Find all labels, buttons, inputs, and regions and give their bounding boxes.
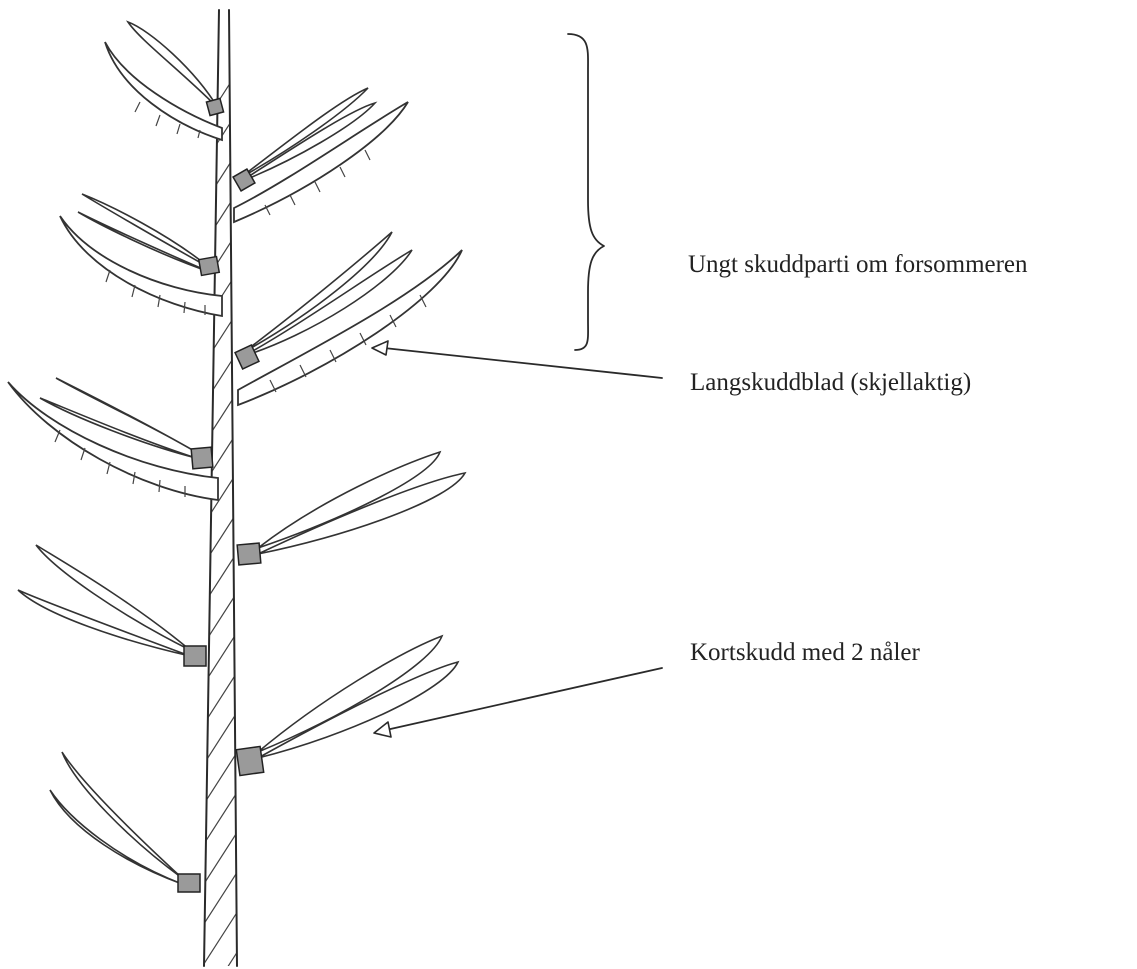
short-shoot-arrow xyxy=(373,667,663,738)
young-shoot-brace xyxy=(567,33,605,351)
long-shoot-leaf-label: Langskuddblad (skjellaktig) xyxy=(690,369,972,396)
leaf-group-lower-right-2 xyxy=(235,634,460,777)
leaf-group-lower-left-2 xyxy=(49,751,201,893)
leaf-group-middle-right-1 xyxy=(234,231,463,407)
leaf-group-upper-right-1 xyxy=(232,87,409,224)
leaf-group-middle-left-1 xyxy=(7,377,219,502)
leaf-group-upper-left-1 xyxy=(104,20,225,142)
young-shoot-label: Ungt skuddparti om forsommeren xyxy=(688,251,1028,278)
leaf-group-lower-left-1 xyxy=(17,544,207,667)
leaf-group-lower-right-1 xyxy=(236,450,467,566)
short-shoot-label: Kortskudd med 2 nåler xyxy=(690,639,920,666)
long-shoot-leaf-arrow xyxy=(371,340,663,379)
leaf-group-upper-left-2 xyxy=(59,193,223,318)
